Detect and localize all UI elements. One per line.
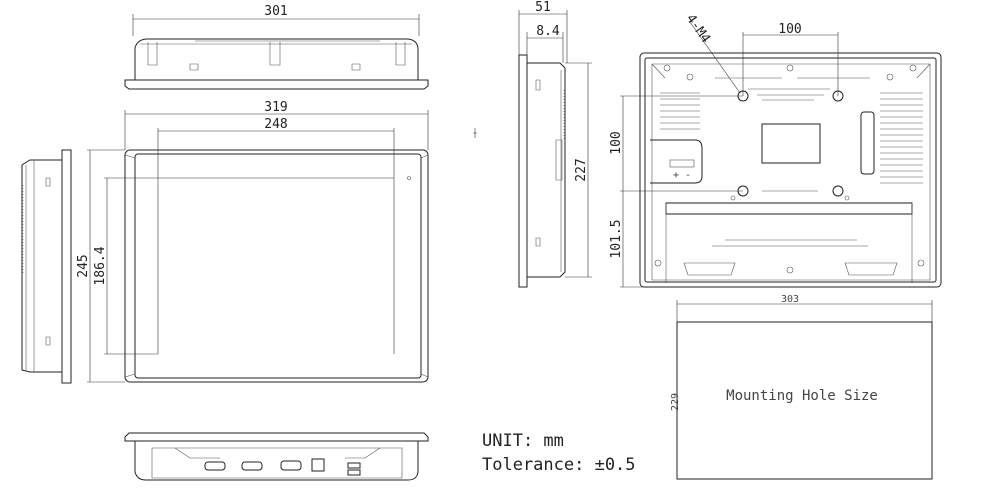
mounting-hole-label: Mounting Hole Size [726, 388, 878, 404]
dim-flange-depth: 8.4 [536, 24, 560, 39]
dim-side-height: 227 [574, 158, 589, 181]
unit-note: UNIT: mm [482, 431, 564, 451]
right-side-view: 51 8.4 227 [473, 0, 592, 288]
power-led-icon [407, 176, 411, 180]
mounting-screw-holes [737, 90, 844, 197]
dim-front-height: 245 [76, 254, 91, 277]
dim-mount-spacing-v: 100 [609, 131, 624, 154]
tolerance-note: Tolerance: ±0.5 [482, 455, 636, 475]
dim-mount-bottom-offset: 101.5 [609, 219, 624, 258]
dim-mount-spacing-h: 100 [778, 22, 801, 37]
screw-spec-label: 4-M4 [683, 12, 713, 46]
back-view: 100 4-M4 100 101.5 + - [609, 12, 942, 288]
dim-front-width: 319 [264, 100, 287, 115]
dim-screen-width: 248 [264, 117, 287, 132]
top-view: 301 [124, 4, 429, 90]
front-view: 319 248 186.4 245 [76, 100, 429, 383]
power-terminal-mark: + - [673, 170, 691, 181]
dim-top-width: 301 [264, 4, 287, 19]
left-side-view [21, 149, 72, 384]
mounting-hole-cutout: 303 229 Mounting Hole Size [670, 294, 933, 480]
dim-screen-height: 186.4 [93, 246, 108, 285]
bottom-view [124, 432, 429, 481]
dim-side-depth: 51 [535, 0, 551, 15]
dim-cutout-height: 229 [670, 393, 681, 411]
io-ports [204, 458, 361, 476]
dim-cutout-width: 303 [781, 294, 799, 305]
